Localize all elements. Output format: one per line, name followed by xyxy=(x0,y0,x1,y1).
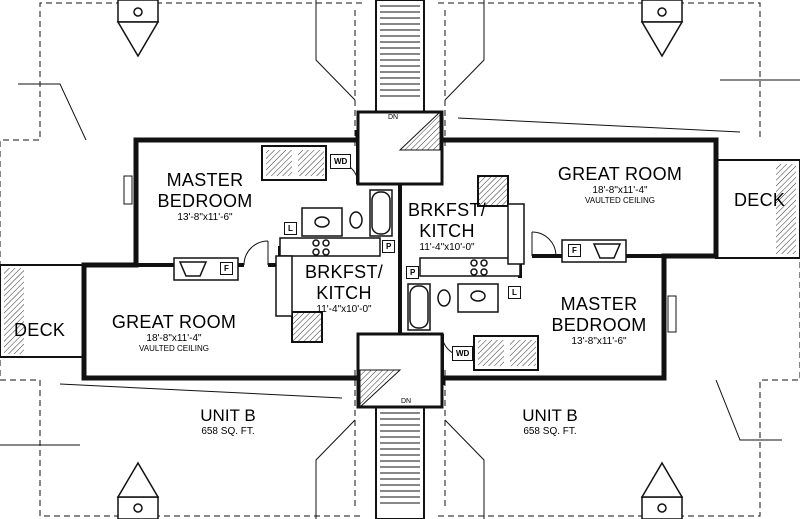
unit-area: 658 SQ. FT. xyxy=(201,426,255,437)
room-name: GREAT ROOM xyxy=(557,164,683,184)
deck-left-label: DECK xyxy=(14,320,66,340)
vent-bottom-right xyxy=(640,461,684,519)
vent-top-left xyxy=(116,0,160,58)
kitchen-right-counters xyxy=(419,203,525,277)
room-dims: 13'-8"x11'-6" xyxy=(571,336,627,347)
room-name: GREAT ROOM xyxy=(111,312,237,332)
washer-dryer-right-label: WD xyxy=(452,346,474,361)
room-name-line1: MASTER xyxy=(560,294,638,314)
closets xyxy=(261,145,539,371)
vent-top-right xyxy=(640,0,684,58)
deck-right-label: DECK xyxy=(734,190,786,210)
linen-right-label: L xyxy=(508,286,521,299)
room-dims: 11'-4"x10'-0" xyxy=(419,242,475,253)
room-name-line1: BRKFST/ xyxy=(304,262,384,282)
fireplace-right-label: F xyxy=(568,244,581,257)
master-bedroom-left-label: MASTER BEDROOM 13'-8"x11'-6" xyxy=(150,170,260,223)
room-dims: 13'-8"x11'-6" xyxy=(177,212,233,223)
kitchen-left-label: BRKFST/ KITCH 11'-4"x10'-0" xyxy=(294,262,394,315)
bath-right xyxy=(407,283,499,331)
doors xyxy=(243,161,557,357)
roof-vents xyxy=(116,0,684,519)
room-note: VAULTED CEILING xyxy=(585,196,655,205)
vent-bottom-left xyxy=(116,461,160,519)
unit-name: UNIT B xyxy=(200,406,256,425)
linen-left-label: L xyxy=(284,222,297,235)
stair-top-label: DN xyxy=(388,114,399,121)
room-name-line2: KITCH xyxy=(419,221,475,241)
fireplace-left-label: F xyxy=(220,262,233,275)
kitchen-left-counters xyxy=(275,237,381,317)
stair-top xyxy=(356,0,444,186)
room-name-line2: KITCH xyxy=(316,283,372,303)
pantry-right-label: P xyxy=(406,266,420,279)
master-bedroom-right-label: MASTER BEDROOM 13'-8"x11'-6" xyxy=(544,294,654,347)
unit-area: 658 SQ. FT. xyxy=(523,426,577,437)
deck-right xyxy=(715,159,800,259)
stair-bottom-label: DN xyxy=(401,398,412,405)
room-note: VAULTED CEILING xyxy=(139,344,209,353)
bath-left xyxy=(301,189,393,237)
great-room-right-label: GREAT ROOM 18'-8"x11'-4" VAULTED CEILING xyxy=(550,164,690,205)
pantry-left-label: P xyxy=(382,240,396,253)
room-name-line2: BEDROOM xyxy=(157,191,253,211)
room-dims: 11'-4"x10'-0" xyxy=(316,304,372,315)
washer-dryer-left-label: WD xyxy=(330,154,352,169)
room-dims: 18'-8"x11'-4" xyxy=(146,333,202,344)
kitchen-right-label: BRKFST/ KITCH 11'-4"x10'-0" xyxy=(402,200,492,253)
room-name-line2: BEDROOM xyxy=(551,315,647,335)
windows xyxy=(123,175,677,333)
deck-left xyxy=(0,264,85,358)
great-room-left-label: GREAT ROOM 18'-8"x11'-4" VAULTED CEILING xyxy=(104,312,244,353)
stair-bottom xyxy=(356,332,444,519)
room-name-line1: BRKFST/ xyxy=(407,200,487,220)
room-name-line1: MASTER xyxy=(166,170,244,190)
room-dims: 18'-8"x11'-4" xyxy=(592,185,648,196)
unit-left-summary: UNIT B 658 SQ. FT. xyxy=(178,406,278,437)
unit-name: UNIT B xyxy=(522,406,578,425)
unit-right-summary: UNIT B 658 SQ. FT. xyxy=(500,406,600,437)
